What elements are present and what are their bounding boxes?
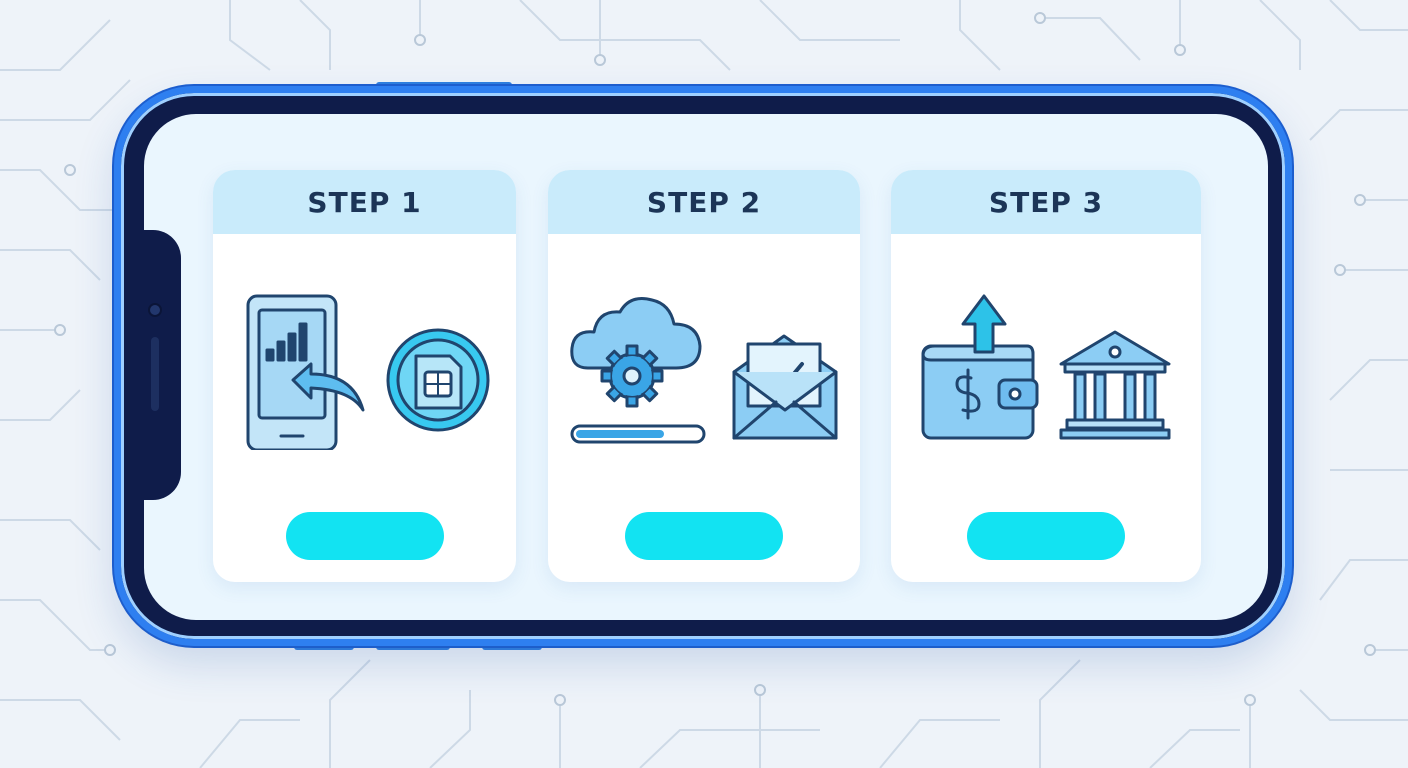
step-card-3: STEP 3 bbox=[891, 170, 1201, 582]
phone-side-button-bottom-3 bbox=[482, 642, 542, 650]
step-card-2-header: STEP 2 bbox=[548, 170, 860, 234]
envelope-check-icon bbox=[732, 334, 838, 440]
step-card-1: STEP 1 bbox=[213, 170, 516, 582]
step-1-title: STEP 1 bbox=[307, 185, 422, 219]
sim-card-icon bbox=[386, 328, 490, 432]
speaker-grille bbox=[151, 337, 159, 411]
camera-icon bbox=[148, 303, 162, 317]
wallet-dollar-upload-icon bbox=[921, 294, 1039, 440]
phone-signal-return-icon bbox=[246, 294, 365, 450]
bank-icon bbox=[1059, 330, 1171, 440]
step-3-title: STEP 3 bbox=[988, 185, 1104, 219]
step-card-3-header: STEP 3 bbox=[891, 170, 1201, 234]
phone-side-button-bottom-2 bbox=[376, 642, 450, 650]
step-3-icons bbox=[921, 294, 1171, 440]
phone-notch bbox=[139, 230, 181, 500]
step-card-1-header: STEP 1 bbox=[213, 170, 516, 234]
phone-side-button-bottom-1 bbox=[294, 642, 354, 650]
step-1-icons bbox=[246, 294, 490, 450]
cloud-gear-progress-icon bbox=[570, 297, 706, 444]
step-1-action-button[interactable] bbox=[285, 512, 444, 560]
step-2-title: STEP 2 bbox=[646, 185, 762, 219]
step-3-action-button[interactable] bbox=[967, 512, 1125, 560]
step-2-action-button[interactable] bbox=[625, 512, 783, 560]
step-2-icons bbox=[570, 297, 838, 444]
step-card-2: STEP 2 bbox=[548, 170, 860, 582]
